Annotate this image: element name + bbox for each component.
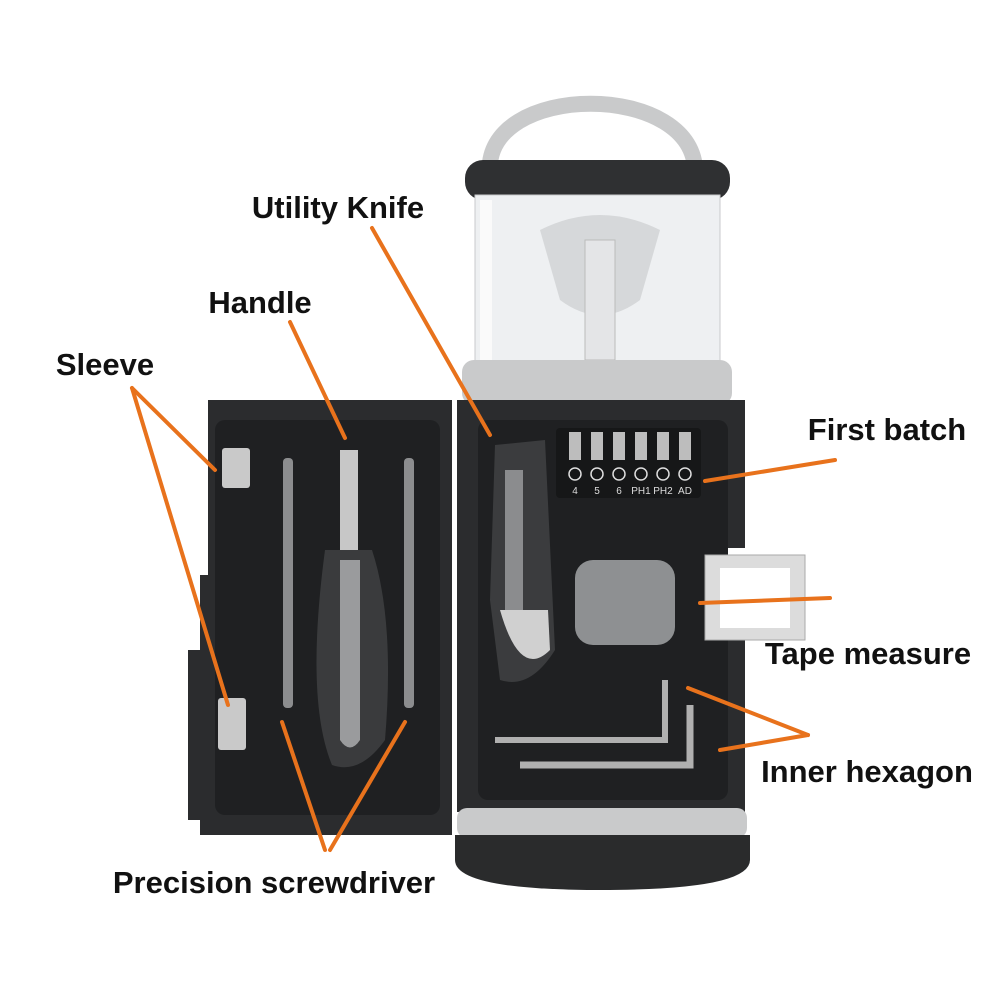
bit-label: 6 xyxy=(616,486,622,497)
leader-precision-screwdriver-2 xyxy=(328,720,407,852)
hex-key-small xyxy=(495,680,668,743)
screwdriver-bit xyxy=(635,432,647,460)
bit-label: 5 xyxy=(594,486,600,497)
leader-first-batch xyxy=(703,458,837,483)
lantern-top-cap xyxy=(465,160,730,200)
tape-measure xyxy=(575,560,675,645)
bit-label: 4 xyxy=(572,486,578,497)
leader-sleeve-top xyxy=(130,386,217,472)
leader-inner-hexagon-2 xyxy=(718,733,810,752)
bit-type-icon xyxy=(634,467,648,481)
precision-screwdriver-right xyxy=(404,458,414,708)
screwdriver-bit xyxy=(657,432,669,460)
leader-utility-knife xyxy=(370,226,492,437)
hex-key-large xyxy=(520,705,694,769)
bit-type-icon xyxy=(612,467,626,481)
leader-inner-hexagon-1 xyxy=(686,686,810,737)
bit-label: PH1 xyxy=(631,486,651,497)
lantern-collar xyxy=(462,360,732,405)
bit-type-icon xyxy=(678,467,692,481)
label-precision-screwdriver: Precision screwdriver xyxy=(112,865,436,900)
bit-type-icon xyxy=(656,467,670,481)
leader-sleeve-bottom xyxy=(130,386,230,707)
sleeve-bottom xyxy=(218,698,246,750)
bit-type-icon xyxy=(568,467,582,481)
leader-handle xyxy=(288,320,347,440)
screwdriver-bit xyxy=(591,432,603,460)
bit-type-icon xyxy=(590,467,604,481)
lantern-base xyxy=(455,835,750,890)
screwdriver-bit xyxy=(569,432,581,460)
lantern-handle xyxy=(481,95,704,176)
screwdriver-shaft xyxy=(340,450,358,550)
label-tape-measure: Tape measure xyxy=(764,636,972,671)
screwdriver-bit xyxy=(679,432,691,460)
label-utility-knife: Utility Knife xyxy=(251,190,425,225)
leader-tape-measure xyxy=(698,596,832,605)
label-handle: Handle xyxy=(208,285,312,320)
sleeve-top xyxy=(222,448,250,488)
screwdriver-bit xyxy=(613,432,625,460)
label-first-batch: First batch xyxy=(807,412,967,447)
label-inner-hexagon: Inner hexagon xyxy=(761,754,973,789)
bit-label: PH2 xyxy=(653,486,673,497)
label-sleeve: Sleeve xyxy=(55,347,155,382)
bit-label: AD xyxy=(678,486,692,497)
leader-precision-screwdriver-1 xyxy=(280,720,327,852)
precision-screwdriver-left xyxy=(283,458,293,708)
lantern-base-ring xyxy=(457,808,747,838)
